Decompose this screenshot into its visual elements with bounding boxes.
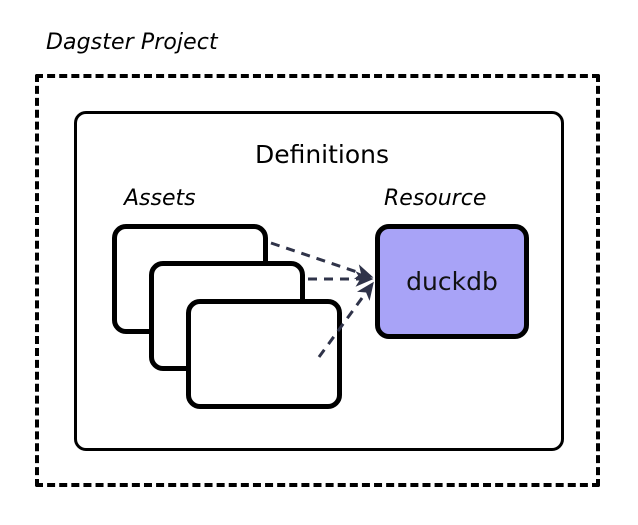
resource-node-duckdb[interactable]: duckdb [375, 224, 529, 339]
assets-group-label: Assets [124, 186, 196, 211]
definitions-label: Definitions [254, 140, 390, 169]
resource-node-label: duckdb [406, 267, 498, 296]
project-container [35, 74, 600, 487]
resource-group-label: Resource [384, 186, 487, 211]
asset-card-front[interactable] [186, 299, 342, 409]
project-title: Dagster Project [46, 30, 218, 55]
